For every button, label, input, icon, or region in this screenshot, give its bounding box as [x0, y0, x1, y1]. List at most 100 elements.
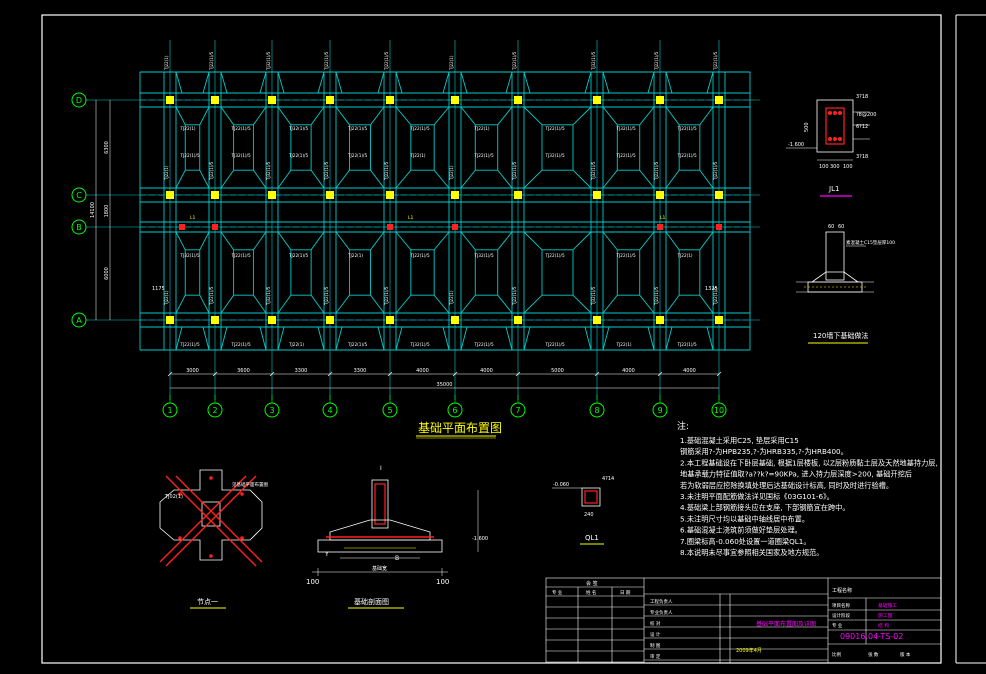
- column-strip-label: TJ22(1): [164, 165, 169, 181]
- column-marker: [451, 316, 459, 324]
- svg-text:6?12: 6?12: [856, 124, 868, 130]
- column-strip-label: TJ22(1): [164, 55, 169, 71]
- column-marker: [451, 96, 459, 104]
- note-line: 1.基础混凝土采用C25, 垫层采用C15: [680, 436, 799, 445]
- column-strip-label: TJ22(1)/5: [209, 161, 214, 181]
- beam-label: TJ22(1)/5: [677, 153, 697, 158]
- column-marker: [656, 316, 664, 324]
- column-strip-label: TJ22(1)/5: [324, 161, 329, 181]
- column-marker: [715, 316, 723, 324]
- column-marker: [593, 191, 601, 199]
- span-dim: 3000: [186, 368, 199, 374]
- beam-label: TJ22(1)/5: [231, 342, 251, 347]
- beam-label: TJ32(1)/5: [545, 153, 565, 158]
- y-span-dim: 6000: [104, 267, 110, 280]
- column-strip-label: TJ22(1)/5: [512, 51, 517, 71]
- girder-marker: [179, 224, 185, 230]
- column-marker: [268, 316, 276, 324]
- wall-footing-title: 120墙下基础做法: [813, 331, 868, 340]
- beam-label: TJ22(1): [410, 153, 426, 158]
- svg-text:?8@200: ?8@200: [856, 112, 876, 118]
- note-line: 地基承载力特征值取?a??k?=90KPa, 进入持力层深度>200, 基础开挖…: [680, 470, 912, 479]
- axis-bubble: [71, 187, 87, 203]
- axis-number: 1: [167, 406, 172, 415]
- svg-text:版 本: 版 本: [900, 651, 911, 658]
- plan-title: 基础平面布置图: [418, 421, 502, 435]
- y-total-dim: 14100: [90, 202, 96, 218]
- column-marker: [166, 96, 174, 104]
- span-dim: 4000: [480, 368, 493, 374]
- column-strip-label: TJ22(1)/5: [209, 286, 214, 306]
- svg-text:姓 名: 姓 名: [586, 589, 596, 596]
- column-marker: [451, 191, 459, 199]
- svg-text:I: I: [380, 465, 382, 472]
- tb-project-value: 基础施工: [878, 602, 897, 609]
- column-strip-label: TJ22(1): [449, 55, 454, 71]
- column-marker: [326, 191, 334, 199]
- foundation-plan: TJ22(1)TJ22(1)/5TJ32(1)/5TJ22(1)/5TJ22(1…: [71, 40, 760, 439]
- svg-text:张 数: 张 数: [868, 651, 879, 658]
- column-strip-label: TJ22(1)/5: [512, 161, 517, 181]
- axis-bubble: [71, 312, 87, 328]
- column-strip-label: TJ22(1)/5: [324, 51, 329, 71]
- svg-text:素混凝土C15垫层厚100: 素混凝土C15垫层厚100: [846, 239, 895, 246]
- node-detail-1: TJ02(1) 见基础平面布置图 节点一: [159, 469, 268, 609]
- axis-number: 4: [327, 406, 332, 415]
- svg-text:300: 300: [830, 164, 840, 170]
- column-strip-label: TJ22(1)/5: [512, 286, 517, 306]
- drawing-frame-outer: [41, 14, 942, 664]
- column-marker: [386, 191, 394, 199]
- tb-project-label: 设计阶段: [832, 612, 850, 619]
- svg-text:会 签: 会 签: [586, 580, 598, 587]
- axis-bubble: [71, 92, 87, 108]
- beam-label: TJ22(1)/5: [347, 342, 367, 347]
- ql1-title: QL1: [585, 534, 599, 542]
- svg-text:日 期: 日 期: [620, 590, 631, 596]
- column-strip-label: TJ32(1)/5: [266, 161, 271, 181]
- drawing-name: 基础平面布置图及详图: [756, 620, 816, 628]
- beam-label: TJ22(1)/5: [288, 153, 308, 158]
- beam-label: TJ22(1)/5: [231, 253, 251, 258]
- column-strip-label: TJ22(1)/5: [384, 51, 389, 71]
- svg-text:B: B: [395, 555, 399, 562]
- column-marker: [268, 96, 276, 104]
- column-strip-label: TJ22(1)/5: [713, 161, 718, 181]
- note-line: 2.本工程基础设在下卧层基础, 根据1层楼板, 以Z层粉质黏土层及天然地基持力层…: [680, 458, 938, 467]
- total-width-dim: 35000: [437, 382, 453, 388]
- axis-number: 7: [515, 406, 520, 415]
- beam-label: TJ22(1)/5: [474, 342, 494, 347]
- axis-bubble: [589, 402, 605, 418]
- span-dim: 3300: [354, 368, 367, 374]
- beam-label: TJ22(1): [288, 342, 304, 347]
- axis-bubble: [162, 402, 178, 418]
- beam-label: TJ22(1)/5: [545, 342, 565, 347]
- column-marker: [386, 316, 394, 324]
- beam-label: TJ22(1)/5: [677, 342, 697, 347]
- beam-label: TJ32(1)/5: [474, 253, 494, 258]
- column-marker: [656, 96, 664, 104]
- column-marker: [326, 96, 334, 104]
- beam-label: TJ32(1)/5: [288, 126, 308, 131]
- column-marker: [715, 191, 723, 199]
- tb-row-label: 审 定: [650, 653, 661, 660]
- span-dim: 4000: [416, 368, 429, 374]
- column-strip-label: TJ22(1)/5: [654, 161, 659, 181]
- column-marker: [593, 96, 601, 104]
- svg-text:3?18: 3?18: [856, 154, 868, 160]
- beam-label: TJ22(1)/5: [410, 126, 430, 131]
- svg-text:基础宽: 基础宽: [372, 565, 387, 572]
- beam-label: TJ32(1)/5: [616, 126, 636, 131]
- axis-number: 6: [452, 406, 457, 415]
- column-strip-label: TJ32(1)/5: [591, 286, 596, 306]
- span-dim: 3300: [295, 368, 308, 374]
- foundation-section-detail: I Y B 100 100 基础宽 -1.600 基础剖面图: [306, 465, 488, 609]
- column-marker: [514, 191, 522, 199]
- column-marker: [211, 316, 219, 324]
- axis-letter: A: [76, 316, 82, 325]
- foundation-beam-strips: [139, 71, 751, 351]
- svg-text:-1.600: -1.600: [788, 142, 804, 148]
- column-marker: [593, 316, 601, 324]
